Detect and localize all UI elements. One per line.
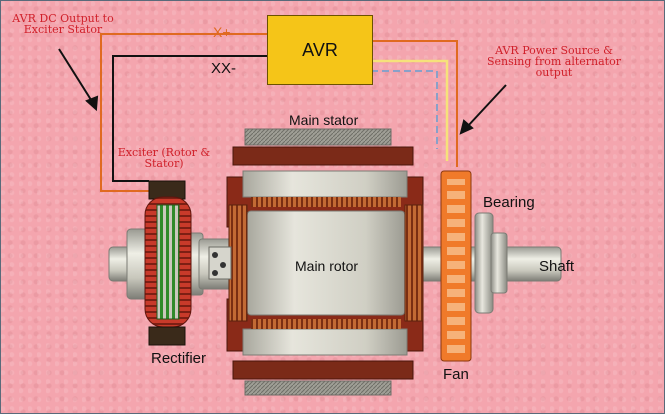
label-fan: Fan	[443, 366, 469, 383]
arrow-avr-power	[459, 84, 507, 135]
fan	[440, 170, 472, 362]
wire-dashed-sensing	[371, 70, 438, 149]
wire-orange-exciter	[100, 33, 458, 192]
wire-black-exciter	[112, 55, 267, 182]
label-x-plus: X+	[213, 24, 231, 40]
bearing	[474, 212, 508, 314]
label-main-rotor: Main rotor	[295, 258, 359, 274]
label-xx-minus: XX-	[211, 60, 237, 77]
label-exciter: Exciter (Rotor & Stator)	[117, 146, 211, 170]
label-avr-power-source: AVR Power Source & Sensing from alternat…	[486, 44, 621, 79]
label-shaft: Shaft	[539, 258, 575, 275]
label-avr-dc-output: AVR DC Output to Exciter Stator	[12, 12, 114, 36]
main-stator	[232, 128, 414, 396]
label-bearing: Bearing	[483, 194, 535, 211]
wire-yellow-sensing	[371, 59, 449, 161]
main-rotor	[226, 170, 424, 356]
avr-box: AVR	[267, 15, 373, 85]
exciter	[144, 180, 192, 346]
arrow-avr-dc	[58, 48, 99, 112]
rectifier	[208, 246, 232, 280]
label-main-stator: Main stator	[289, 112, 359, 128]
label-rectifier: Rectifier	[151, 350, 207, 367]
avr-label: AVR	[302, 39, 338, 60]
